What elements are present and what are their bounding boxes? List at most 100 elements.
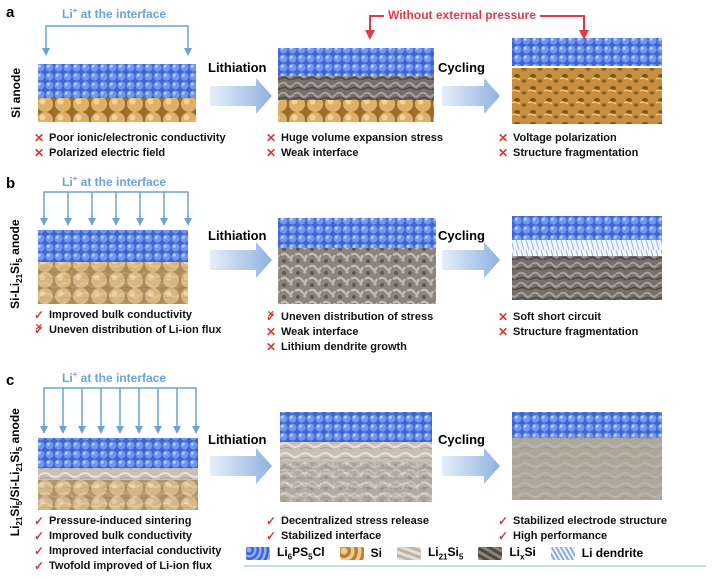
panel-c-notes1: ✓Pressure-induced sintering✓Improved bul… — [34, 513, 221, 573]
cross-icon: ✕ — [266, 130, 277, 145]
cross-icon: ✕ — [498, 130, 509, 145]
panel-a-letter: a — [6, 4, 15, 21]
panel-b-notes3: ✕ Soft short circuit✕Structure fragmentat… — [498, 309, 638, 339]
note-item: ✕Weak interface — [266, 324, 433, 339]
legend-label-si: Si — [370, 546, 382, 561]
note-text: Lithium dendrite growth — [281, 340, 407, 353]
note-item: ✕ Soft short circuit — [498, 309, 638, 324]
note-item: ✕ Voltage polarization — [498, 130, 638, 145]
note-item: ✕Structure fragmentation — [498, 324, 638, 339]
check-icon: ✓ — [34, 528, 45, 543]
note-text: Polarized electric field — [49, 146, 166, 159]
note-item: ✓✕ Uneven distribution of Li-ion flux — [34, 322, 221, 337]
panel-c-stack2-electrolyte — [280, 412, 432, 442]
panel-a-arrow1 — [210, 78, 272, 114]
note-text: Uneven distribution of Li-ion flux — [49, 323, 222, 336]
legend-swatch-li-dendrite — [550, 546, 575, 560]
note-text: Uneven distribution of stress — [281, 310, 434, 323]
note-item: ✓✕ Uneven distribution of stress — [266, 309, 433, 324]
check-icon: ✓ — [498, 528, 509, 543]
note-text: Decentralized stress release — [281, 514, 429, 527]
panel-a-stack2-si — [278, 100, 434, 122]
note-item: ✓ Improved bulk conductivity — [34, 307, 221, 322]
panel-b-stack2-lixsi — [278, 248, 436, 304]
note-item: ✕Structure fragmentation — [498, 145, 638, 160]
cross-icon: ✕ — [266, 145, 277, 160]
cross-icon: ✕ — [266, 339, 277, 354]
panel-b-stack3-lixsi — [512, 256, 662, 300]
panel-a-arrow1-label: Lithiation — [208, 60, 267, 75]
legend-swatch-li6ps5cl — [246, 546, 270, 560]
panel-b-notes1: ✓ Improved bulk conductivity ✓✕ Uneven dist… — [34, 307, 221, 337]
panel-a-side-label: Si anode — [9, 68, 23, 119]
panel-a-notes2: ✕Huge volume expansion stress✕ Weak inter… — [266, 130, 443, 160]
check-icon: ✓ — [34, 558, 45, 573]
partial-check-icon: ✓✕ — [266, 308, 277, 324]
panel-a-stack2-electrolyte — [278, 48, 434, 76]
note-item: ✕ Poor ionic/electronic conductivity — [34, 130, 226, 145]
panel-a-li-arrows — [42, 25, 192, 56]
panel-c-li-label: Li+ at the interface — [62, 370, 167, 385]
note-item: ✓Stabilized electrode structure — [498, 513, 667, 528]
check-icon: ✓ — [266, 513, 277, 528]
legend-swatch-si — [339, 546, 364, 560]
note-item: ✓Improved interfacial conductivity — [34, 543, 221, 558]
panel-c-notes3: ✓Stabilized electrode structure✓ High per… — [498, 513, 667, 543]
panel-c-li-arrows — [40, 387, 200, 434]
note-text: Structure fragmentation — [513, 146, 639, 159]
note-item: ✕ Lithium dendrite growth — [266, 339, 433, 354]
note-text: Weak interface — [281, 146, 359, 159]
note-text: Stabilized electrode structure — [513, 514, 668, 527]
legend-swatch-lixsi — [478, 546, 503, 560]
panel-a-notes3: ✕ Voltage polarization✕Structure fragment… — [498, 130, 638, 160]
panel-c-stack1-electrolyte — [38, 438, 198, 468]
check-icon: ✓ — [34, 307, 45, 322]
panel-b-arrow1 — [210, 242, 272, 278]
panel-b-stack3-dendrite — [512, 240, 662, 256]
panel-b-li-label: Li+ at the interface — [62, 174, 167, 189]
legend-label-li-dendrite: Li dendrite — [581, 546, 644, 561]
legend: Li6PS5Cl Si Li21Si5 LixSi Li dendrite — [246, 545, 643, 561]
note-item: ✕Huge volume expansion stress — [266, 130, 443, 145]
panel-b-arrow2-label: Cycling — [438, 228, 485, 243]
note-text: High performance — [513, 529, 608, 542]
panel-c-stack3-li21si5-texture — [512, 438, 662, 500]
panel-b-stack1-electrolyte — [38, 230, 188, 262]
cross-icon: ✕ — [34, 130, 45, 145]
note-text: Improved bulk conductivity — [49, 308, 193, 321]
panel-a-stack1-electrolyte — [38, 64, 196, 98]
note-text: Structure fragmentation — [513, 325, 639, 338]
note-item: ✕Polarized electric field — [34, 145, 226, 160]
panel-c-arrow2-label: Cycling — [438, 432, 485, 447]
panel-c-arrow2 — [442, 448, 500, 484]
panel-b-stack1-li21si5-overlay — [38, 262, 188, 304]
panel-b-li-arrows — [40, 191, 192, 226]
panel-a-stack3-electrolyte — [512, 38, 662, 66]
panel-b-notes2: ✓✕Uneven distribution of stress✕Weak int… — [266, 309, 433, 354]
panel-c-stack1-li21si5-overlay — [38, 480, 198, 510]
note-text: Voltage polarization — [513, 131, 617, 144]
panel-a-stack1-si — [38, 98, 196, 122]
partial-check-icon: ✓✕ — [34, 321, 45, 337]
note-text: Twofold improved of Li-ion flux — [49, 559, 212, 572]
panel-b-letter: b — [6, 175, 16, 192]
legend-label-li6ps5cl: Li6PS5Cl — [277, 545, 325, 562]
note-text: Soft short circuit — [513, 310, 602, 323]
note-item: ✓Pressure-induced sintering — [34, 513, 221, 528]
note-item: ✓Improved bulk conductivity — [34, 528, 221, 543]
note-text: Weak interface — [281, 325, 359, 338]
note-text: Poor ionic/electronic conductivity — [49, 131, 226, 144]
cross-icon: ✕ — [498, 309, 509, 324]
panel-b-side-label: Si-Li21Si5 anode — [7, 219, 25, 309]
check-icon: ✓ — [34, 543, 45, 558]
panel-c-stack1-li21si5-top — [38, 468, 198, 480]
panel-c-side-label: Li21Si5/Si-Li21Si5 anode — [7, 408, 25, 537]
legend-label-lixsi: LixSi — [509, 545, 536, 562]
panel-c-arrow1-label: Lithiation — [208, 432, 267, 447]
legend-label-li21si5: Li21Si5 — [427, 545, 464, 562]
panel-b-arrow2 — [442, 242, 500, 278]
panel-b-stack3-electrolyte — [512, 216, 662, 240]
pressure-label: Without external pressure — [384, 8, 540, 22]
legend-swatch-li21si5 — [396, 546, 421, 560]
